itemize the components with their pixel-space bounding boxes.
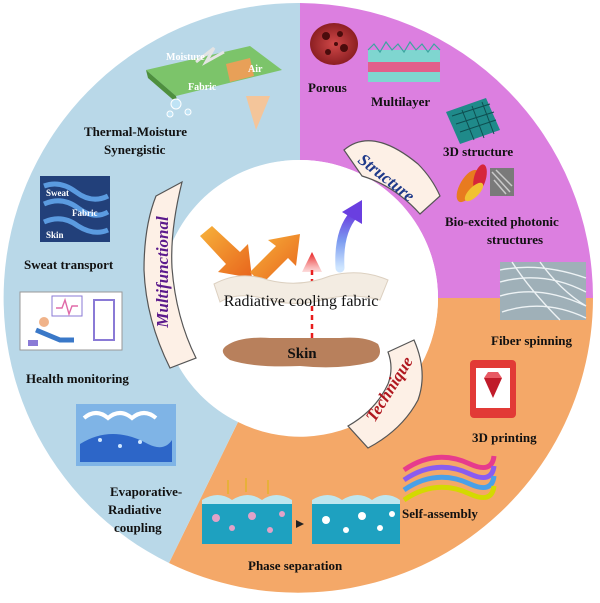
sweat-fabric-text: Fabric xyxy=(72,208,98,218)
fiber-spinning-thumbnail xyxy=(499,261,587,321)
skin-label: Skin xyxy=(287,346,317,362)
multifunctional-title: Multifunctional xyxy=(153,216,172,329)
health-monitoring-thumbnail xyxy=(19,291,123,351)
self-assembly-thumbnail xyxy=(402,454,497,503)
center-title: Radiative cooling fabric xyxy=(224,293,379,310)
bio-photonic-thumbnail xyxy=(456,164,514,203)
self-assembly-label: Self-assembly xyxy=(402,506,478,521)
thermal-fabric-text: Fabric xyxy=(188,82,217,93)
thermal-air-text: Air xyxy=(248,64,263,75)
bio-photonic-label-1: Bio-excited photonic xyxy=(445,214,559,229)
evap-label-1: Evaporative- xyxy=(110,484,182,499)
printing-3d-label: 3D printing xyxy=(472,430,537,445)
phase-separation-thumbnail xyxy=(202,478,400,544)
bio-photonic-label-2: structures xyxy=(487,232,543,247)
multifunctional-tab: Multifunctional xyxy=(143,180,197,369)
health-monitoring-label: Health monitoring xyxy=(26,371,129,386)
multilayer-thumbnail xyxy=(367,40,441,82)
thermal-moisture-label-1: Thermal-Moisture xyxy=(84,124,187,139)
thermal-moisture-label-2: Synergistic xyxy=(104,142,166,157)
sweat-sweat-text: Sweat xyxy=(46,188,69,198)
orange-reflect-arrows xyxy=(200,226,300,284)
skin-shape xyxy=(222,337,380,368)
sweat-transport-thumbnail: Sweat Fabric Skin xyxy=(40,176,110,242)
porous-label: Porous xyxy=(308,80,347,95)
porous-thumbnail xyxy=(310,23,358,65)
evap-radiative-thumbnail xyxy=(76,404,176,466)
thermal-moisture-thumbnail: Moisture Fabric Air xyxy=(146,46,282,130)
evap-label-2: Radiative xyxy=(108,502,162,517)
fabric-sheet xyxy=(213,272,389,304)
phase-separation-label: Phase separation xyxy=(248,558,343,573)
multilayer-label: Multilayer xyxy=(371,94,430,109)
structure-3d-thumbnail xyxy=(446,98,500,144)
thermal-moisture-text: Moisture xyxy=(166,52,205,63)
sweat-transport-label: Sweat transport xyxy=(24,257,114,272)
evap-label-3: coupling xyxy=(114,520,162,535)
blue-curved-arrow xyxy=(335,200,362,273)
structure-3d-label: 3D structure xyxy=(443,144,513,159)
printing-3d-thumbnail xyxy=(470,360,516,418)
sweat-skin-text: Skin xyxy=(46,230,64,240)
fiber-spinning-label: Fiber spinning xyxy=(491,333,573,348)
